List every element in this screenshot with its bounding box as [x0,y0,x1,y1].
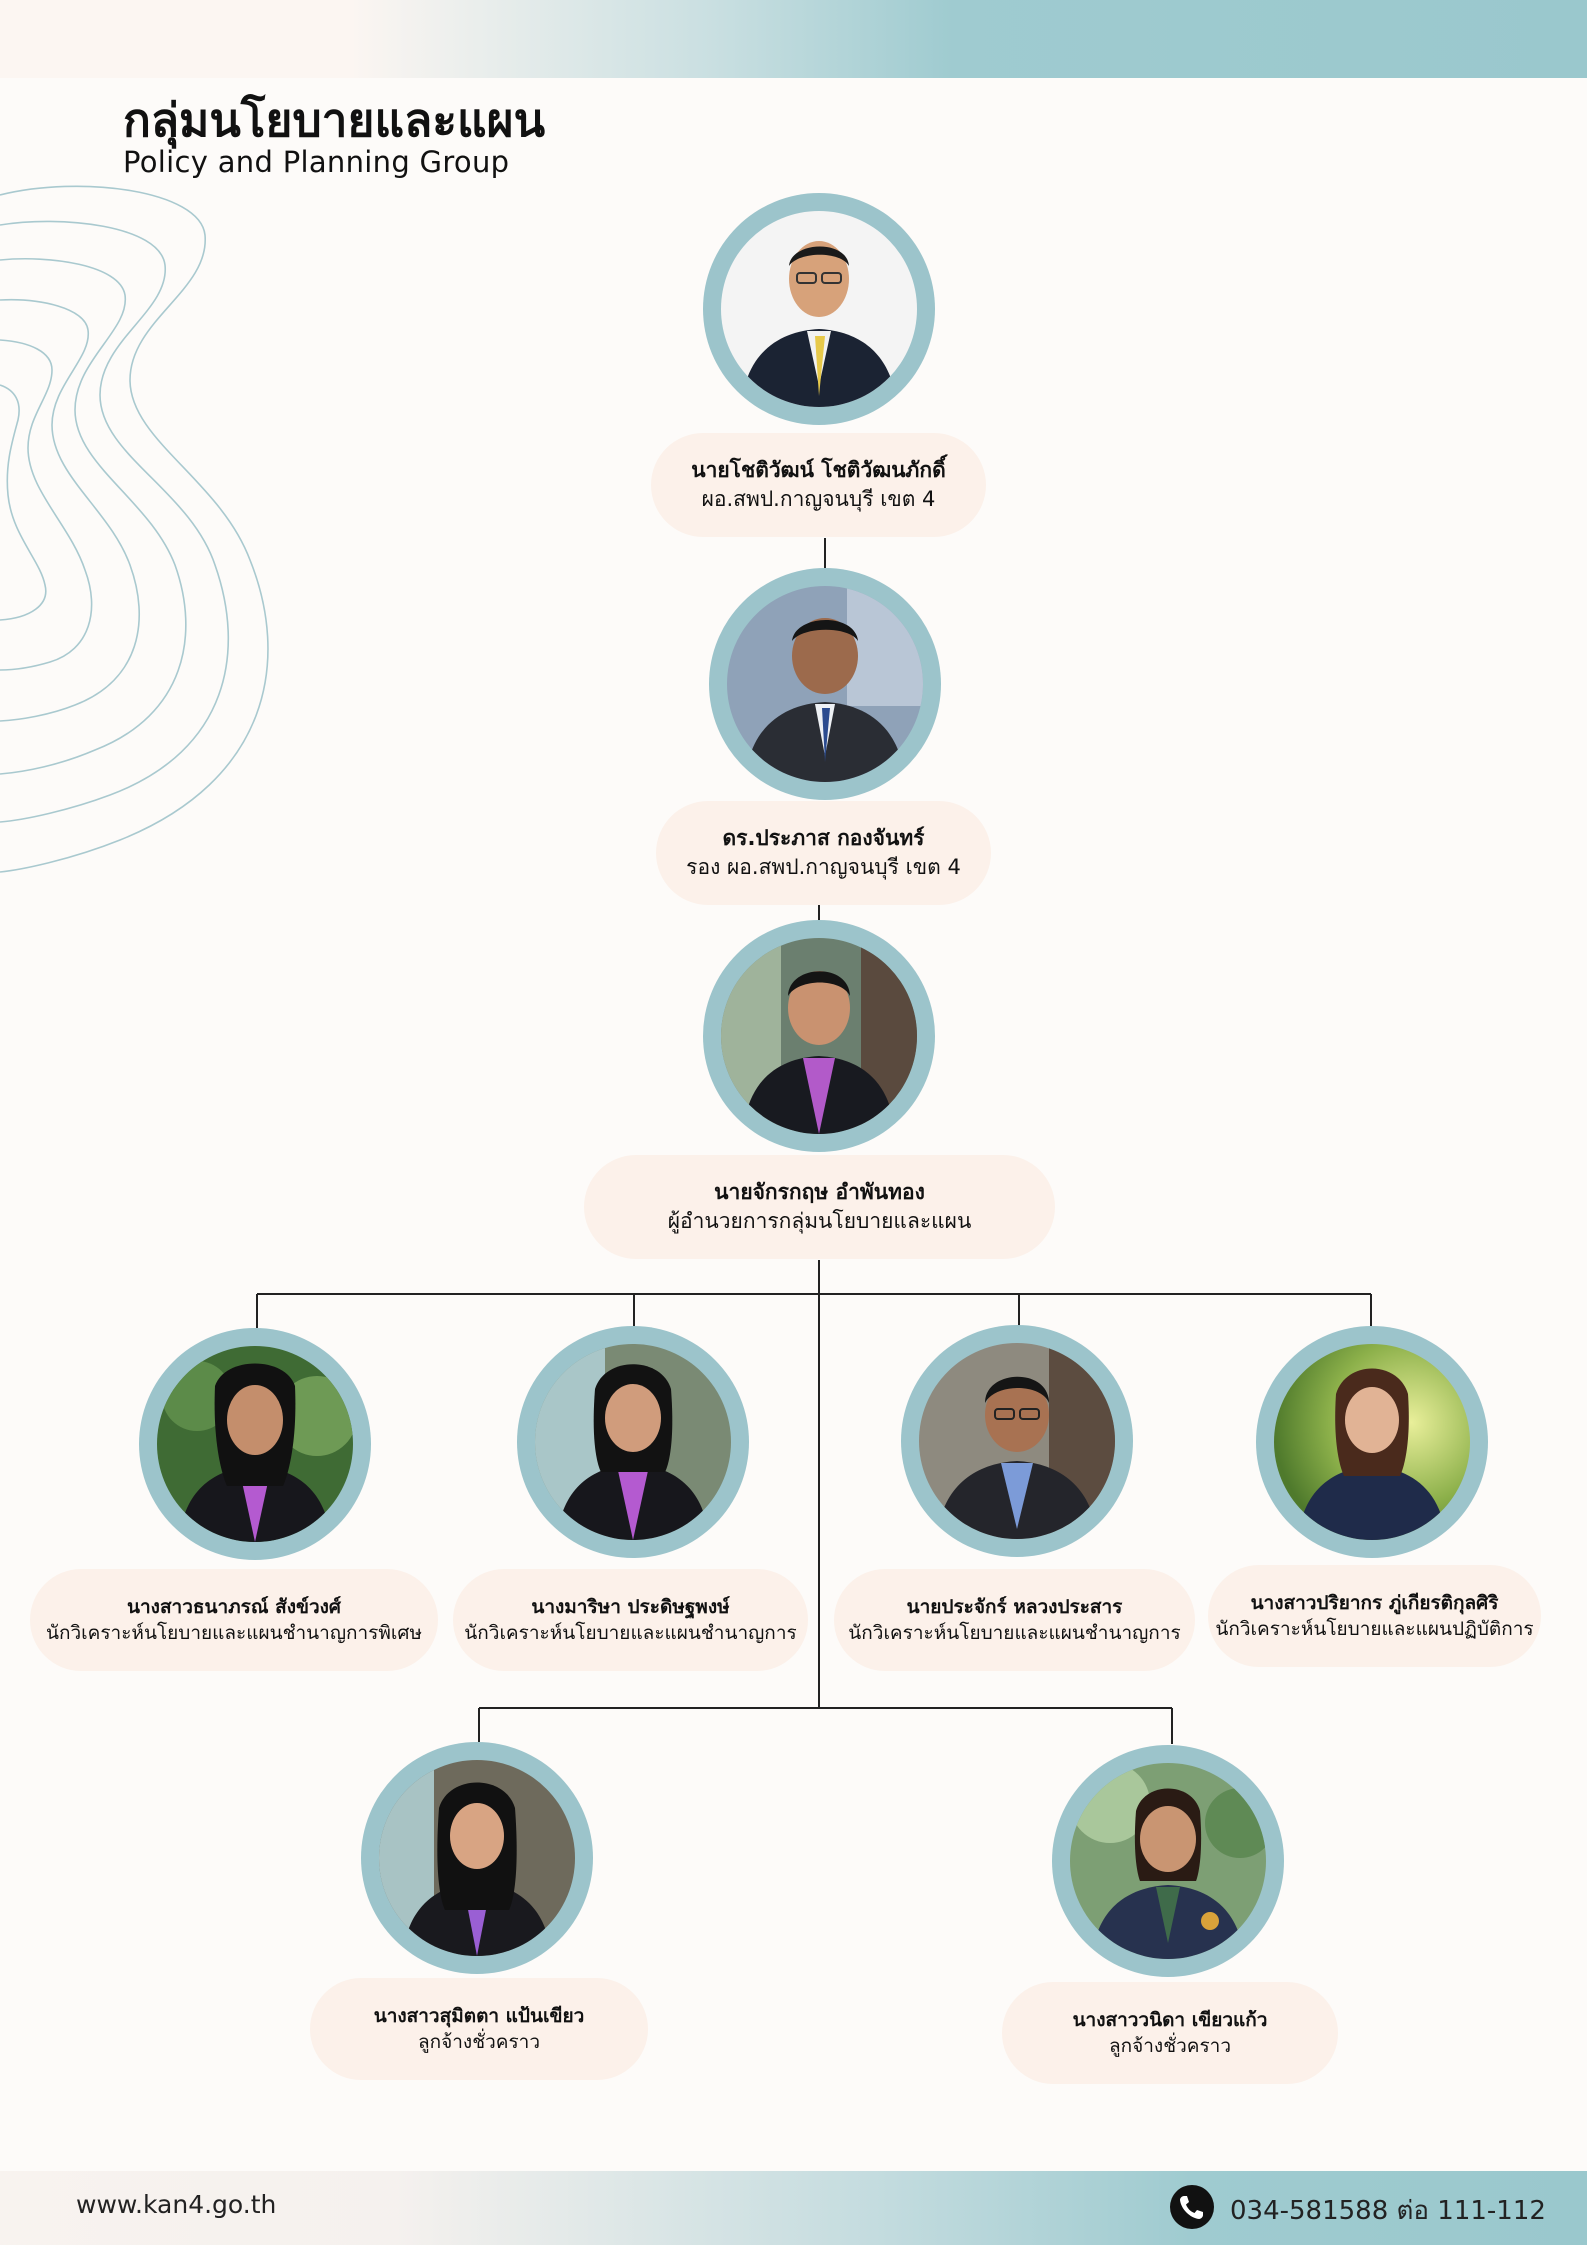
group-head-label: นายจักรกฤษ อำพันทอง ผู้อำนวยการกลุ่มนโยบ… [584,1155,1055,1259]
website-link[interactable]: www.kan4.go.th [76,2190,277,2219]
person-name: นางมาริษา ประดิษฐพงษ์ [531,1596,730,1618]
staff-photo [517,1326,749,1558]
staff-photo [901,1325,1133,1557]
staff-label: นางสาวปริยากร ภู่เกียรติกุลศิริ นักวิเคร… [1208,1565,1541,1667]
deputy-photo [709,568,941,800]
person-role: นักวิเคราะห์นโยบายและแผนชำนาญการ [464,1622,797,1644]
person-name: นางสาวปริยากร ภู่เกียรติกุลศิริ [1250,1592,1499,1614]
person-role: ผู้อำนวยการกลุ่มนโยบายและแผน [667,1209,972,1233]
person-name: นายจักรกฤษ อำพันทอง [714,1180,925,1204]
person-role: ผอ.สพป.กาญจนบุรี เขต 4 [701,487,936,511]
person-role: รอง ผอ.สพป.กาญจนบุรี เขต 4 [686,855,961,879]
director-photo [703,193,935,425]
staff-photo [139,1328,371,1560]
person-role: ลูกจ้างชั่วคราว [1108,2035,1232,2057]
person-name: นายประจักร์ หลวงประสาร [906,1596,1123,1618]
person-photo [721,938,917,1134]
temp-staff-label: นางสาวสุมิตตา แป้นเขียว ลูกจ้างชั่วคราว [310,1978,648,2080]
person-photo [379,1760,575,1956]
temp-staff-label: นางสาววนิดา เขียวแก้ว ลูกจ้างชั่วคราว [1002,1982,1338,2084]
page-title: กลุ่มนโยบายและแผน [123,93,546,147]
page-subtitle: Policy and Planning Group [123,145,510,179]
staff-label: นายประจักร์ หลวงประสาร นักวิเคราะห์นโยบา… [834,1569,1195,1671]
footer-band [0,2171,1587,2245]
person-photo [919,1343,1115,1539]
person-name: นายโชติวัฒน์ โชติวัฒนภักดิ์ [691,458,946,482]
temp-staff-photo [361,1742,593,1974]
deputy-label: ดร.ประภาส กองจันทร์ รอง ผอ.สพป.กาญจนบุรี… [656,801,991,905]
person-name: นางสาววนิดา เขียวแก้ว [1072,2009,1268,2031]
person-role: นักวิเคราะห์นโยบายและแผนปฏิบัติการ [1215,1618,1534,1640]
staff-label: นางสาวธนาภรณ์ สังข์วงศ์ นักวิเคราะห์นโยบ… [30,1569,438,1671]
director-label: นายโชติวัฒน์ โชติวัฒนภักดิ์ ผอ.สพป.กาญจน… [651,433,986,537]
person-role: ลูกจ้างชั่วคราว [417,2031,541,2053]
person-photo [1274,1344,1470,1540]
contour-line-decoration [0,185,269,873]
phone-number: 034-581588 ต่อ 111-112 [1230,2196,1546,2226]
phone-icon [1170,2185,1214,2229]
person-name: ดร.ประภาส กองจันทร์ [722,826,925,850]
staff-photo [1256,1326,1488,1558]
person-photo [727,586,923,782]
person-photo [157,1346,353,1542]
person-photo [535,1344,731,1540]
person-name: นางสาวสุมิตตา แป้นเขียว [373,2005,585,2027]
temp-staff-photo [1052,1745,1284,1977]
staff-label: นางมาริษา ประดิษฐพงษ์ นักวิเคราะห์นโยบาย… [453,1569,808,1671]
person-photo [721,211,917,407]
person-photo [1070,1763,1266,1959]
person-name: นางสาวธนาภรณ์ สังข์วงศ์ [127,1596,341,1618]
person-role: นักวิเคราะห์นโยบายและแผนชำนาญการ [848,1622,1181,1644]
header-band [0,0,1587,78]
person-role: นักวิเคราะห์นโยบายและแผนชำนาญการพิเศษ [45,1622,422,1644]
group-head-photo [703,920,935,1152]
